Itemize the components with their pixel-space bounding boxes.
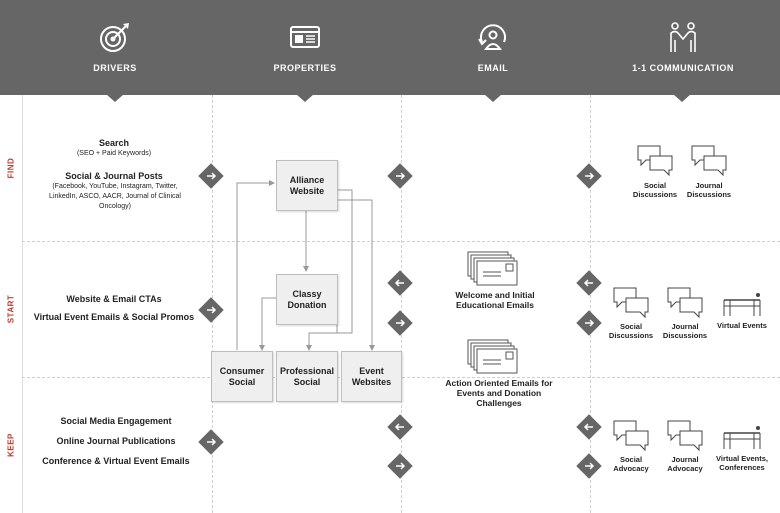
header-notch [296,94,314,102]
social-advocacy-label: Social Advocacy [613,455,649,473]
social-journal-title: Social & Journal Posts [65,171,163,181]
arrow-left-icon [576,270,602,296]
chat-bubbles-icon [637,145,673,177]
header-communication: 1-1 COMMUNICATION [588,0,778,95]
social-media-engagement: Social Media Engagement [60,416,172,426]
arrow-right-icon [387,310,413,336]
journal-advocacy-label: Journal Advocacy [667,455,703,473]
header-label-drivers: DRIVERS [93,63,137,73]
professional-social-box[interactable]: Professional Social [276,351,338,402]
arrow-left-icon [576,414,602,440]
social-discussions-label: Social Discussions [632,181,678,199]
website-email-ctas: Website & Email CTAs [66,294,162,304]
search-title: Search [98,138,130,148]
social-discussions-label: Social Discussions [608,322,654,340]
header-label-email: EMAIL [477,63,509,73]
target-icon [100,23,129,52]
virtual-events-label: Virtual Events [717,321,767,330]
chat-bubbles-icon [613,287,649,319]
email-stack-icon [467,339,518,374]
virtual-events-conferences-label: Virtual Events, Conferences [716,454,768,472]
event-websites-box[interactable]: Event Websites [341,351,402,402]
arrow-left-icon [387,270,413,296]
grid-divider [590,95,591,513]
consumer-social-box[interactable]: Consumer Social [211,351,273,402]
action-email-label: Action Oriented Emails for Events and Do… [445,378,553,408]
browser-icon [290,26,320,48]
conference-virtual-event-emails: Conference & Virtual Event Emails [42,456,190,466]
virtual-event-promos: Virtual Event Emails & Social Promos [33,312,195,322]
arrow-right-icon [576,163,602,189]
journal-discussions-label: Journal Discussions [686,181,732,199]
email-stack-icon [467,251,518,286]
alliance-website-box[interactable]: Alliance Website [276,160,338,211]
header-email: EMAIL [398,0,588,95]
journal-discussions-label: Journal Discussions [662,322,708,340]
grid-divider [22,241,780,242]
grid-divider [22,95,23,513]
stage-podium-icon [723,426,761,449]
header-label-communication: 1-1 COMMUNICATION [632,63,734,73]
email-cycle-icon [478,24,506,50]
online-journal-publications: Online Journal Publications [56,436,176,446]
header-notch [484,94,502,102]
arrow-right-icon [387,163,413,189]
arrow-right-icon [198,163,224,189]
header-notch [106,94,124,102]
stage-podium-icon [723,293,761,316]
search-subtitle: (SEO + Paid Keywords) [76,150,152,157]
classy-donation-box[interactable]: Classy Donation [276,274,338,325]
arrow-right-icon [387,453,413,479]
header-notch [673,94,691,102]
header-bar: DRIVERS PROPERTIES EMAIL 1-1 COMMUN [0,0,780,95]
chat-bubbles-icon [667,287,703,319]
chat-bubbles-icon [613,420,649,452]
header-properties: PROPERTIES [210,0,400,95]
arrow-right-icon [198,429,224,455]
arrow-left-icon [387,414,413,440]
chat-bubbles-icon [691,145,727,177]
header-drivers: DRIVERS [20,0,210,95]
chat-bubbles-icon [667,420,703,452]
arrow-right-icon [576,453,602,479]
arrow-right-icon [576,310,602,336]
grid-divider [401,95,402,513]
header-label-properties: PROPERTIES [273,63,337,73]
handshake-icon [670,22,696,52]
social-journal-subtitle: (Facebook, YouTube, Instagram, Twitter, … [49,183,181,210]
welcome-email-label: Welcome and Initial Educational Emails [455,290,535,310]
arrow-right-icon [198,297,224,323]
